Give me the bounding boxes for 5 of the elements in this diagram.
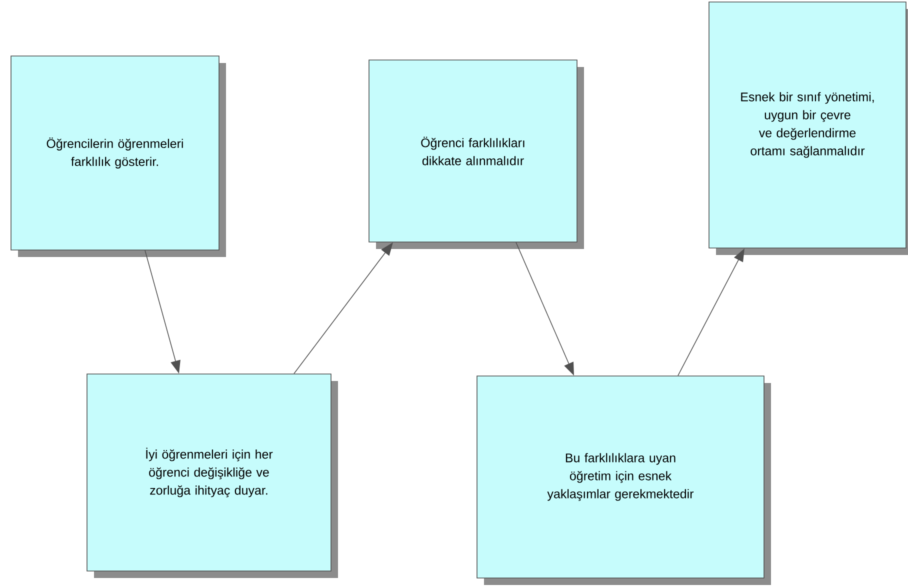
text-box: İyi öğrenmeleri için her öğrenci değişikliğe ve zorluğa ihityaç duyar. — [86, 374, 338, 578]
text-box: Bu farklılıklara uyan öğretim için esnek yaklaşımlar gerekmektedir — [476, 376, 771, 585]
text-box: Esnek bir sınıf yönetimi, uygun bir çevre ve değerlendirme ortamı sağlanmalıdır — [708, 2, 908, 255]
text-box: Öğrenci farklılıkları dikkate alınmalıdır — [368, 60, 584, 249]
text-box: Öğrencilerin öğrenmeleri farklılık gösterir. — [10, 56, 226, 257]
